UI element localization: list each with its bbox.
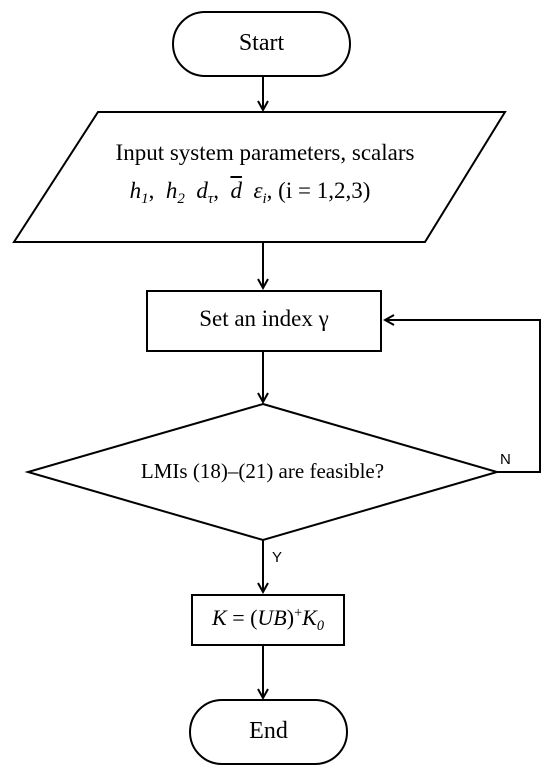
h2-symbol: h: [165, 178, 178, 203]
start-terminal: [172, 11, 351, 77]
set-index-label: Set an index γ: [147, 306, 381, 332]
arrow-no-loop: [385, 320, 541, 473]
input-line1-text: Input system parameters, scalars: [115, 140, 415, 165]
epsilon-subscript: i: [262, 191, 267, 208]
h1-subscript: 1: [141, 191, 149, 208]
gain-k0-sub: 0: [316, 618, 324, 634]
gain-ub: UB: [257, 605, 287, 630]
end-text: End: [249, 718, 288, 744]
input-line2: h1, h2 dτ, d εi, (i = 1,2,3): [129, 178, 371, 208]
gain-close: ): [286, 605, 295, 630]
dbar-symbol: d: [230, 178, 242, 203]
set-index-text: Set an index γ: [199, 306, 329, 331]
gain-k0: K: [302, 605, 317, 630]
h1-symbol: h: [129, 178, 142, 203]
no-label: N: [500, 451, 511, 468]
index-condition: (i = 1,2,3): [278, 178, 371, 203]
decision-label: LMIs (18)–(21) are feasible?: [60, 459, 465, 484]
start-text: Start: [238, 30, 285, 56]
end-label: End: [190, 718, 347, 745]
dtau-symbol: d: [196, 178, 208, 203]
start-label: Start: [173, 30, 350, 57]
gain-k: K: [212, 605, 227, 630]
decision-text: LMIs (18)–(21) are feasible?: [140, 459, 385, 483]
set-index-box: [146, 290, 382, 352]
gain-eq: = (: [226, 605, 258, 630]
gain-formula: K = (UB)+K0: [192, 605, 344, 635]
end-terminal: [189, 699, 348, 765]
gain-box: [191, 594, 345, 646]
h2-subscript: 2: [177, 191, 185, 208]
input-line1: Input system parameters, scalars: [60, 140, 470, 166]
no-text: N: [500, 451, 511, 468]
dtau-subscript: τ: [207, 191, 214, 208]
input-parallelogram: [12, 111, 507, 243]
gain-plus: +: [294, 605, 303, 622]
epsilon-symbol: ε: [253, 178, 263, 203]
yes-label: Y: [272, 549, 282, 566]
yes-text: Y: [272, 549, 283, 566]
